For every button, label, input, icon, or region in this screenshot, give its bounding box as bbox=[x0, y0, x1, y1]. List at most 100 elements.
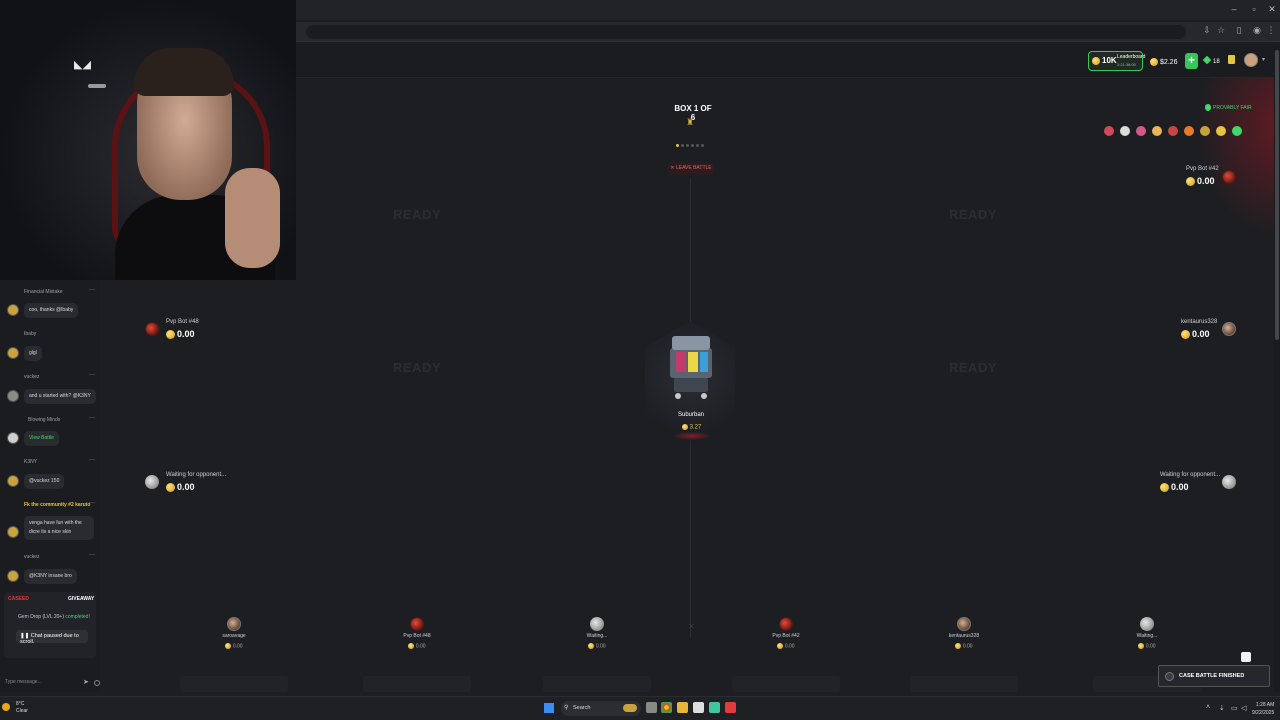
extensions-icon[interactable]: ▯ bbox=[1236, 25, 1242, 35]
case-thumb-icon[interactable] bbox=[1136, 126, 1146, 136]
avatar[interactable] bbox=[7, 390, 19, 402]
slot-value: 0.00 bbox=[179, 643, 289, 649]
leaderboard-button[interactable]: 10K Leaderboard 2:21:38:00 bbox=[1088, 51, 1146, 71]
file-explorer-icon[interactable] bbox=[677, 702, 688, 713]
chat-paused-button[interactable]: ❚❚ Chat paused due to scroll. bbox=[16, 630, 88, 645]
avatar[interactable] bbox=[7, 526, 19, 538]
avatar[interactable] bbox=[7, 570, 19, 582]
case-thumb-icon[interactable] bbox=[1200, 126, 1210, 136]
giveaway-card[interactable]: CASEED GIVEAWAY Gem Drop (LVL 20+) compl… bbox=[4, 592, 96, 658]
balance[interactable]: $2.26 bbox=[1150, 58, 1177, 66]
weather-condition: Clear bbox=[16, 708, 28, 714]
chevron-down-icon[interactable]: ▾ bbox=[1262, 57, 1266, 63]
chevron-up-icon[interactable]: ˄ bbox=[1206, 704, 1211, 711]
case-wheel bbox=[701, 393, 707, 399]
network-icon[interactable]: ▭ bbox=[1231, 705, 1238, 712]
usb-icon[interactable]: ⇣ bbox=[1219, 705, 1225, 712]
chat-bubble-icon[interactable] bbox=[1241, 652, 1251, 662]
chat-username[interactable]: Ibaby bbox=[24, 331, 37, 337]
player-value-text: 0.00 bbox=[177, 482, 195, 492]
view-battle-link[interactable]: View Battle bbox=[24, 431, 59, 446]
case-thumb-icon[interactable] bbox=[1184, 126, 1194, 136]
avatar[interactable] bbox=[145, 322, 159, 336]
collapse-icon[interactable]: — bbox=[89, 372, 95, 378]
close-icon[interactable]: ✕ bbox=[1268, 4, 1276, 14]
chat-input[interactable]: Type message... ➤ bbox=[0, 676, 100, 690]
chat-username[interactable]: vuckez bbox=[24, 374, 40, 380]
wall-light bbox=[88, 84, 106, 88]
chrome-icon[interactable] bbox=[661, 702, 672, 713]
case-sticker bbox=[676, 352, 686, 372]
collapse-icon[interactable]: — bbox=[89, 457, 95, 463]
coin-icon bbox=[682, 424, 688, 430]
collapse-icon[interactable]: — bbox=[89, 500, 95, 506]
download-icon[interactable]: ⇩ bbox=[1203, 25, 1211, 35]
avatar[interactable] bbox=[7, 347, 19, 359]
shield-icon bbox=[1205, 104, 1211, 111]
chat-username[interactable]: Fk the community #2 karuto bbox=[24, 502, 91, 508]
maximize-icon[interactable]: ▫ bbox=[1252, 4, 1256, 14]
player-value: 0.00 bbox=[166, 482, 195, 493]
app-icon[interactable] bbox=[709, 702, 720, 713]
star-icon[interactable]: ☆ bbox=[1216, 25, 1226, 35]
slot-value-text: 0.00 bbox=[415, 643, 426, 650]
leave-battle-button[interactable]: ✕ LEAVE BATTLE bbox=[668, 162, 714, 175]
avatar[interactable] bbox=[7, 432, 19, 444]
slot-value-text: 0.00 bbox=[784, 643, 795, 650]
case-thumb-icon[interactable] bbox=[1232, 126, 1242, 136]
avatar[interactable] bbox=[1244, 53, 1258, 67]
collapse-icon[interactable]: — bbox=[89, 552, 95, 558]
task-view-icon[interactable] bbox=[646, 702, 657, 713]
ready-label: READY bbox=[949, 360, 998, 375]
provably-fair-link[interactable]: PROVABLY FAIR bbox=[1205, 104, 1252, 111]
gems-counter[interactable]: 18 bbox=[1202, 55, 1220, 65]
clock-time: 1:28 AM bbox=[1255, 702, 1275, 708]
avatar bbox=[145, 475, 159, 489]
chat-username[interactable]: Blowing Minds bbox=[28, 417, 61, 423]
avatar[interactable] bbox=[1222, 322, 1236, 336]
page-scrollbar[interactable] bbox=[1274, 46, 1280, 692]
player-name: Pvp Bot #42 bbox=[1186, 166, 1219, 172]
address-bar[interactable] bbox=[306, 25, 1186, 39]
case-thumb-icon[interactable] bbox=[1152, 126, 1162, 136]
menu-icon[interactable]: ⋮ bbox=[1266, 25, 1276, 35]
case-thumb-icon[interactable] bbox=[1168, 126, 1178, 136]
avatar bbox=[957, 617, 971, 631]
chat-username[interactable]: vuckez bbox=[24, 554, 40, 560]
toast-notification[interactable]: CASE BATTLE FINISHED bbox=[1158, 665, 1270, 687]
collapse-icon[interactable]: — bbox=[89, 287, 95, 293]
case-thumb-icon[interactable] bbox=[1216, 126, 1226, 136]
volume-icon[interactable]: ◁ bbox=[1241, 705, 1247, 712]
avatar[interactable] bbox=[7, 304, 19, 316]
logo-accent: ED bbox=[21, 596, 29, 602]
windows-start-icon[interactable] bbox=[544, 703, 554, 713]
profile-icon[interactable]: ◉ bbox=[1253, 25, 1261, 35]
player-value-text: 0.00 bbox=[1192, 329, 1210, 339]
scroll-thumb[interactable] bbox=[1275, 50, 1279, 340]
minimize-icon[interactable]: – bbox=[1231, 4, 1237, 14]
send-icon[interactable]: ➤ bbox=[83, 679, 89, 686]
avatar bbox=[1222, 475, 1236, 489]
slot-item-bar bbox=[180, 676, 288, 692]
taskbar-search[interactable]: ⚲Search bbox=[561, 701, 641, 716]
avatar[interactable] bbox=[1222, 170, 1236, 184]
case-thumb-icon[interactable] bbox=[1104, 126, 1114, 136]
notepad-icon[interactable] bbox=[693, 702, 704, 713]
coin-icon bbox=[1160, 483, 1169, 493]
rewards-icon[interactable] bbox=[1228, 55, 1235, 64]
collapse-icon[interactable]: — bbox=[89, 415, 95, 421]
coin-icon bbox=[777, 643, 784, 649]
case-thumb-icon[interactable] bbox=[1120, 126, 1130, 136]
brave-icon[interactable] bbox=[725, 702, 736, 713]
progress-dot bbox=[691, 144, 694, 147]
case-sticker bbox=[688, 352, 698, 372]
deposit-button[interactable]: + bbox=[1185, 53, 1198, 69]
emoji-icon[interactable] bbox=[94, 680, 100, 686]
chat-username[interactable]: Financial Mistake bbox=[24, 289, 63, 295]
avatar[interactable] bbox=[7, 475, 19, 487]
slot-name: Waiting... bbox=[586, 633, 608, 639]
leaderboard-label: Leaderboard bbox=[1117, 54, 1146, 60]
chat-username[interactable]: K3NY bbox=[24, 459, 38, 465]
